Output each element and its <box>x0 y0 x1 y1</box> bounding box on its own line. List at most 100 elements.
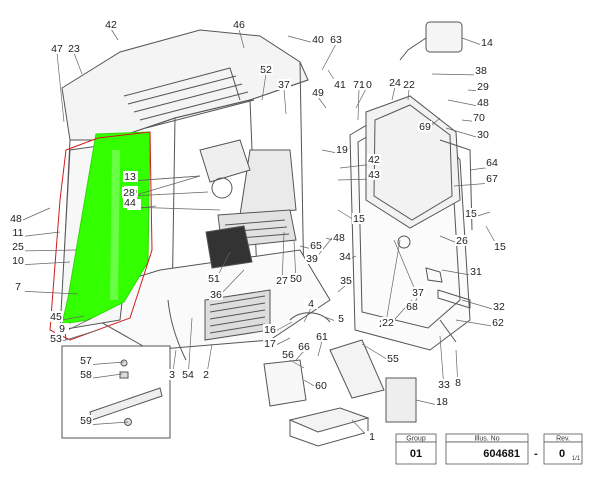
callout-label: 17 <box>264 338 276 350</box>
callout-label: 67 <box>486 173 498 185</box>
callout-bg <box>485 157 499 168</box>
callout-label: 13 <box>124 171 136 183</box>
callout-label: 69 <box>419 121 431 133</box>
callout-label: 43 <box>368 169 380 181</box>
leader-line <box>337 284 347 293</box>
leader-line <box>17 249 77 252</box>
callout-label: 50 <box>290 273 302 285</box>
leader-line <box>303 307 312 323</box>
callout-bg <box>289 273 303 284</box>
group-value: 01 <box>410 448 422 460</box>
callout-label: 22 <box>382 317 394 329</box>
callout-label: 11 <box>13 227 24 239</box>
group-label: Group <box>406 436 426 443</box>
callout-label: 49 <box>312 87 324 99</box>
callout-bg <box>492 301 506 312</box>
callout-bg <box>9 213 23 224</box>
callout-bg <box>123 171 137 182</box>
callout-bg <box>418 121 432 132</box>
callout-bg <box>402 79 416 90</box>
leader-line <box>287 358 305 369</box>
callout-label: 2 <box>203 369 209 381</box>
callout-label: 56 <box>282 349 294 361</box>
callout-bg <box>381 317 395 328</box>
leader-line <box>317 96 327 109</box>
callout-label: 39 <box>306 253 318 265</box>
callout-bg <box>332 232 346 243</box>
illus-value: 604681 <box>483 448 520 460</box>
callout-bg <box>50 43 64 54</box>
leader-line <box>283 88 287 115</box>
leader-line <box>130 191 209 197</box>
callout-bg <box>314 380 328 391</box>
callout-label: 51 <box>208 273 220 285</box>
leader-line <box>17 261 71 266</box>
leader-line <box>295 350 305 361</box>
callout-bg <box>277 79 291 90</box>
callout-bg <box>464 208 478 219</box>
callout-label: 57 <box>80 355 92 367</box>
callout-label: 53 <box>50 333 62 345</box>
callout-label: 24 <box>389 77 401 89</box>
callout-label: 9 <box>59 323 65 335</box>
leader-line <box>407 88 410 101</box>
callout-bg <box>334 313 348 324</box>
callout-bg <box>123 197 137 208</box>
callout-bg <box>469 266 483 277</box>
callout-bg <box>49 311 63 322</box>
red-outline-left-door <box>49 131 153 341</box>
callout-label: 42 <box>368 154 380 166</box>
callout-bg <box>435 396 449 407</box>
callout-bg <box>259 64 273 75</box>
callout-bg <box>311 34 325 45</box>
callout-bg <box>388 77 402 88</box>
callout-label: 15 <box>353 213 365 225</box>
callout-label: 47 <box>51 43 63 55</box>
callout-bg <box>11 255 25 266</box>
leader-line <box>391 86 396 101</box>
callout-label: 4 <box>308 298 314 310</box>
callout-label: 8 <box>455 377 461 389</box>
callout-label: 38 <box>475 65 487 77</box>
callout-bg <box>311 87 325 98</box>
callout-label: 55 <box>387 353 399 365</box>
callout-label: 29 <box>477 81 489 93</box>
leader-line <box>110 28 119 41</box>
leader-line <box>261 73 267 101</box>
callout-bg <box>455 235 469 246</box>
callout-bg <box>491 317 505 328</box>
callout-bg <box>333 79 347 90</box>
illus-label: Illus. No <box>474 436 499 443</box>
callout-label: 71 <box>353 79 365 91</box>
callout-bg <box>122 187 136 198</box>
callout-bg <box>79 415 93 426</box>
callout-label: 32 <box>493 301 505 313</box>
callout-bg <box>11 241 25 252</box>
callout-bg <box>315 331 329 342</box>
callout-bg <box>79 369 93 380</box>
callout-bg <box>297 341 311 352</box>
callout-bg <box>365 431 379 442</box>
callout-bg <box>263 338 277 349</box>
callout-label: 16 <box>264 324 276 336</box>
callout-label: 15 <box>494 241 506 253</box>
callout-label: 10 <box>12 255 24 267</box>
callout-bg <box>11 281 25 292</box>
callout-bg <box>165 369 179 380</box>
rev-label: Rev. <box>556 436 570 443</box>
callout-bg <box>181 369 195 380</box>
callout-label: 36 <box>210 289 222 301</box>
callout-bg <box>67 43 81 54</box>
callout-label: 7 <box>15 281 21 293</box>
callout-label: 63 <box>330 34 342 46</box>
dash-separator: - <box>534 448 538 460</box>
callout-bg <box>339 275 353 286</box>
callout-bg <box>338 251 352 262</box>
leader-line <box>187 317 193 380</box>
callout-label: 27 <box>276 275 288 287</box>
callout-label: 35 <box>340 275 352 287</box>
callout-label: 45 <box>50 311 62 323</box>
sheet-number: 1/1 <box>572 456 581 462</box>
callout-bg <box>386 353 400 364</box>
